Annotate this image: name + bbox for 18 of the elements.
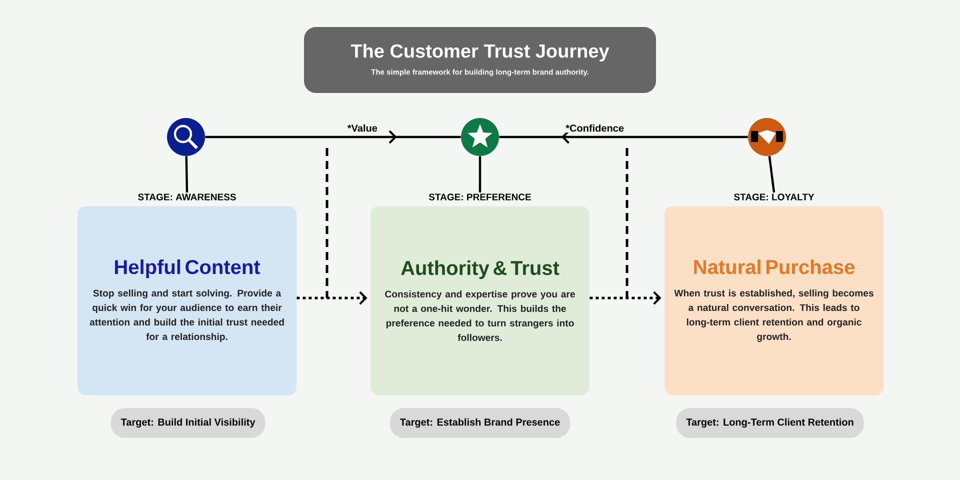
search-icon [167, 118, 205, 156]
stage-label: STAGE: PREFERENCE [428, 194, 532, 200]
arrow [296, 291, 368, 305]
target-pill: Target: Build Initial Visibility [110, 408, 266, 438]
connector-line [185, 156, 188, 192]
edge-label: *Value [347, 124, 378, 132]
arrow [590, 291, 662, 305]
stage-card: Helpful Content Stop selling and start solving. Provide a quick win for your audience to earn their attention and build the initial trust needed for a relationship. [78, 206, 296, 396]
handshake-icon [748, 118, 786, 156]
edge-label: *Confidence [566, 124, 624, 132]
target-pill: Target: Establish Brand Presence [390, 408, 570, 438]
connector-line [478, 156, 482, 192]
target-pill: Target: Long-Term Client Retention [676, 408, 864, 438]
stage-label: STAGE: LOYALTY [734, 194, 814, 200]
stage-card: Natural Purchase When trust is established, selling becomes a natural conversation. This leads to long-term client retention and organic growth. [664, 206, 884, 396]
stage-card: Authority & Trust Consistency and expertise prove you are not a one-hit wonder. This builds the preference needed to turn strangers into followers. [370, 206, 590, 396]
stage-label: STAGE: AWARENESS [138, 194, 236, 200]
connector-line [768, 156, 776, 193]
